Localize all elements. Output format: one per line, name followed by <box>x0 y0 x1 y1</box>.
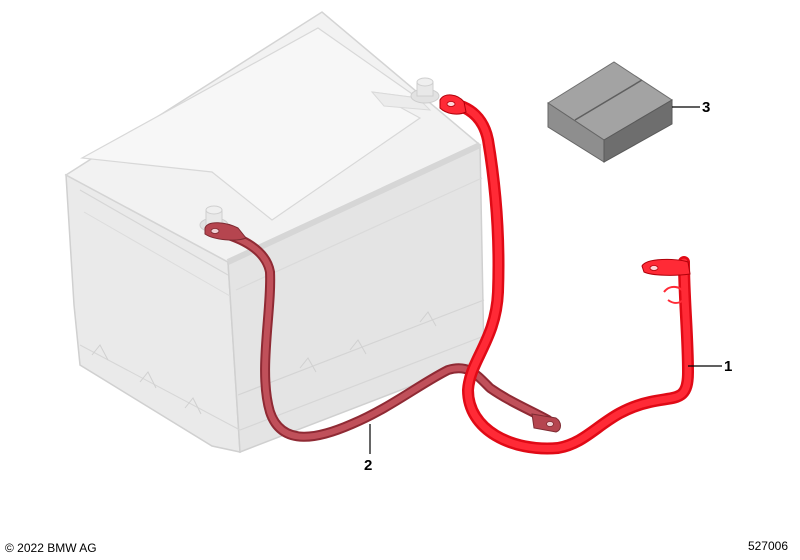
callout-1: 1 <box>688 358 732 375</box>
positive-battery-cable <box>439 94 694 455</box>
terminal-cover-box <box>547 61 673 163</box>
callout-3: 3 <box>672 99 710 116</box>
negative-battery-cable <box>204 222 561 442</box>
callout-label-1: 1 <box>724 358 732 375</box>
callout-label-2: 2 <box>364 457 372 474</box>
diagram-number: 527006 <box>747 539 788 553</box>
copyright-notice: © 2022 BMW AG <box>5 541 97 555</box>
callout-2: 2 <box>364 424 372 474</box>
callout-label-3: 3 <box>702 99 710 116</box>
